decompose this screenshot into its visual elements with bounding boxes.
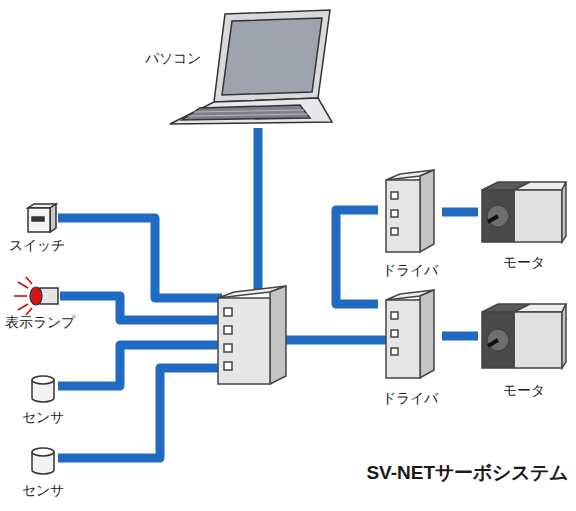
device-label: パソコン [145, 48, 201, 68]
device-label: センサ [22, 407, 64, 427]
sensor-icon [32, 448, 54, 474]
device-node: ドライバ [378, 288, 442, 408]
switch-icon [28, 204, 56, 232]
network-cable [442, 332, 478, 341]
network-cable [336, 210, 378, 304]
diagram-title: SV-NETサーボシステム [366, 460, 568, 486]
device-label: モータ [503, 380, 545, 400]
lamp-cable [60, 296, 222, 320]
device-label: ドライバ [382, 260, 438, 280]
motor-icon [482, 304, 566, 368]
lamp-icon [14, 277, 58, 315]
motor-icon [482, 182, 566, 242]
switch-cable [58, 218, 222, 298]
device-label: 表示ランプ [5, 312, 75, 332]
driver-icon [386, 290, 434, 378]
sensor-cable [58, 368, 222, 458]
device-node: モータ [478, 178, 570, 272]
device-node: 表示ランプ [0, 310, 80, 332]
device-node: センサ [8, 405, 78, 427]
device-node: センサ [8, 478, 78, 500]
device-node: パソコン [140, 46, 206, 68]
device-node: スイッチ [4, 233, 70, 255]
device-label: ドライバ [382, 388, 438, 408]
device-label: スイッチ [9, 235, 65, 255]
driver-icon [386, 170, 434, 252]
laptop-icon [170, 10, 332, 124]
device-node: ドライバ [378, 168, 442, 280]
hub-driver-cable [284, 336, 392, 345]
sensor-icon [32, 376, 54, 402]
device-node: モータ [478, 300, 570, 400]
network-cable [442, 208, 478, 217]
device-label: センサ [22, 480, 64, 500]
network-cables [58, 128, 392, 458]
pc-cable [254, 128, 263, 292]
hub-icon [218, 286, 286, 384]
device-label: モータ [503, 252, 545, 272]
